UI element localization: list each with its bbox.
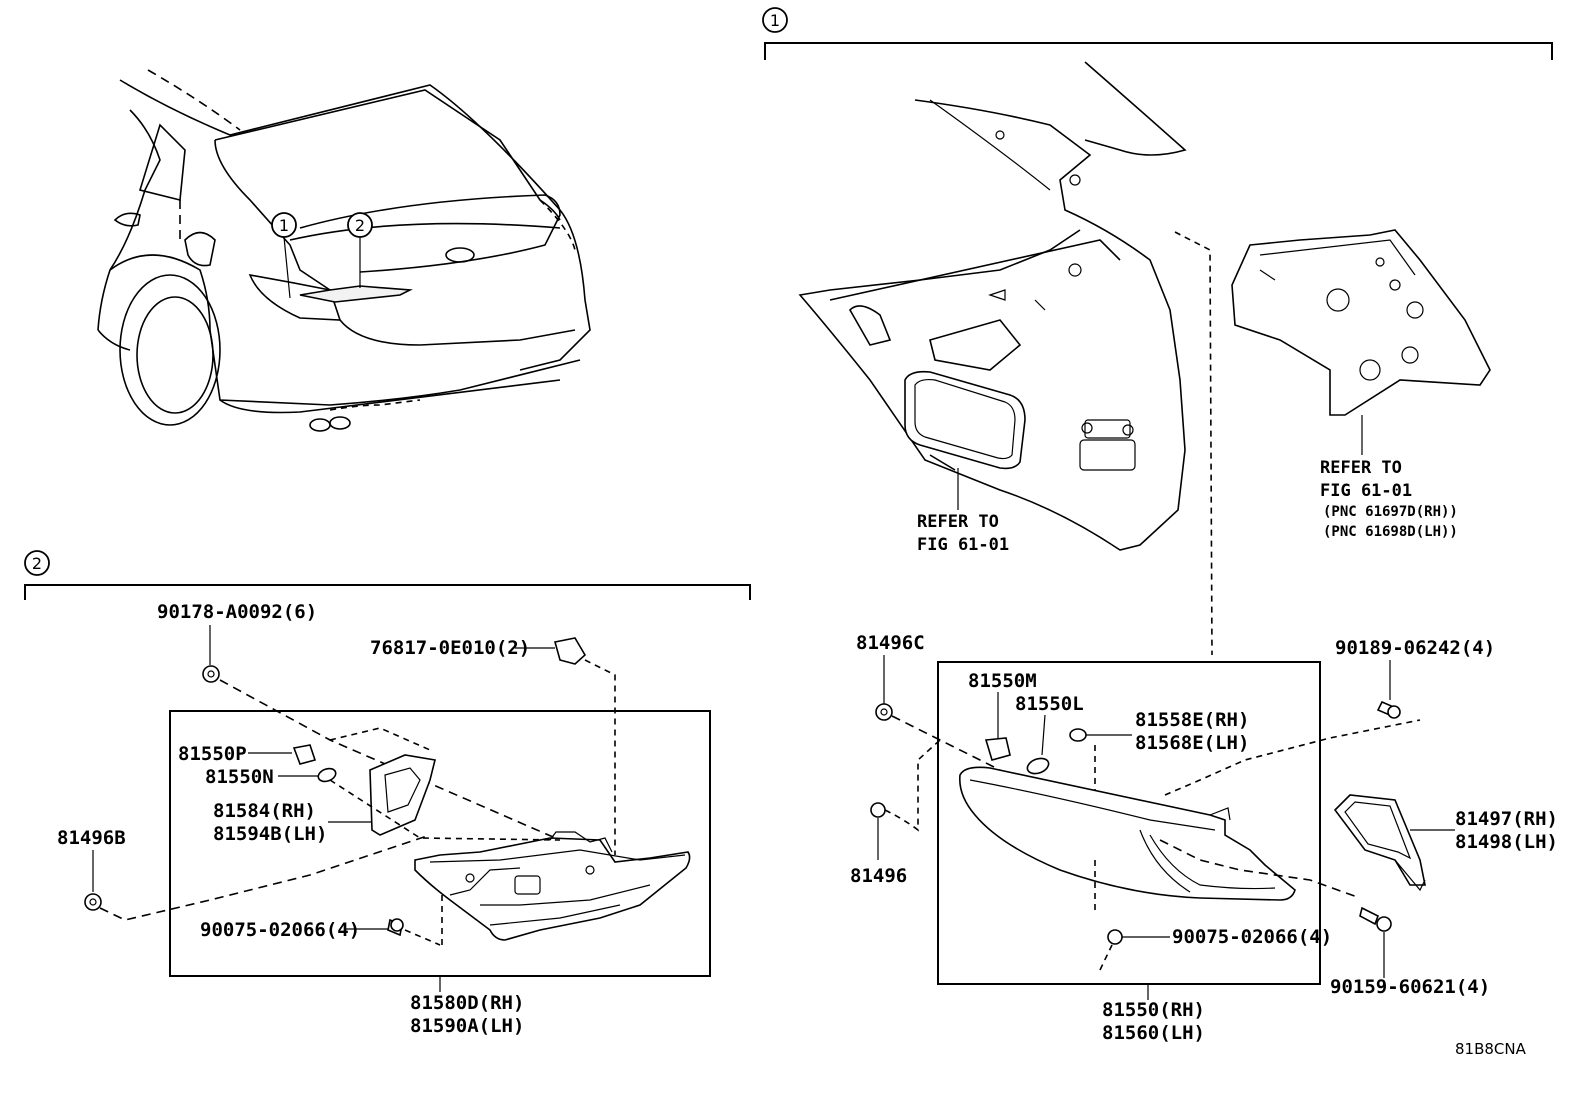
label-81496C: 81496C [856, 632, 925, 654]
nut-81496C [875, 703, 893, 721]
section-1-marker [762, 7, 788, 33]
refer-right-line2: FIG 61-01 [1320, 481, 1412, 501]
label-81497: 81497(RH) [1455, 808, 1558, 830]
label-90075b: 90075-02066(4) [1172, 926, 1332, 948]
rear-combination-lamp-81550 [958, 766, 1296, 901]
leader-81550L [1041, 714, 1046, 756]
refer-right-line1: REFER TO [1320, 458, 1402, 478]
section-1-callout-text: 1 [279, 216, 289, 235]
inner-panel-illustration [1231, 229, 1491, 416]
back-up-lamp-81580D [414, 831, 691, 941]
refer-left-line2: FIG 61-01 [917, 535, 1009, 555]
section-2-callout-circle [347, 212, 373, 238]
dashed-81496C [891, 715, 1001, 771]
car-overview-illustration: 1 2 [97, 69, 591, 432]
dashed-90075a [404, 929, 441, 946]
section-1-leader-dashed [1174, 231, 1213, 656]
nut-90075b [1107, 929, 1123, 945]
diagram-code: 81B8CNA [1455, 1040, 1527, 1058]
label-81594B: 81594B(LH) [213, 823, 327, 845]
refer-note-right: REFER TO FIG 61-01 (PNC 61697D(RH)) (PNC… [1320, 458, 1458, 540]
refer-right-line4: (PNC 61698D(LH)) [1323, 524, 1458, 540]
label-90159: 90159-60621(4) [1330, 976, 1490, 998]
screw-90178 [202, 665, 220, 683]
label-81590A: 81590A(LH) [410, 1015, 524, 1037]
label-81558E: 81558E(RH) [1135, 709, 1249, 731]
label-81550L: 81550L [1015, 693, 1084, 715]
label-81584: 81584(RH) [213, 800, 316, 822]
rear-combination-lamp-box [937, 661, 1321, 985]
bulb-81558E [1069, 728, 1087, 742]
label-81568E: 81568E(LH) [1135, 732, 1249, 754]
refer-note-left: REFER TO FIG 61-01 [917, 512, 1009, 555]
dashed-81584 [329, 779, 561, 841]
label-81496B: 81496B [57, 827, 126, 849]
bulb-81550N [317, 767, 337, 783]
dashed-screw-90189 [1164, 719, 1421, 796]
label-81550M: 81550M [968, 670, 1037, 692]
dashed-90075b-stud [1099, 944, 1113, 971]
section-1-callout-circle [271, 212, 297, 238]
dashed-76817 [584, 659, 616, 855]
label-90189: 90189-06242(4) [1335, 637, 1495, 659]
section-2-bracket [24, 584, 751, 600]
gasket-81584 [369, 754, 436, 836]
socket-81550M [984, 737, 1011, 761]
socket-81550P [292, 744, 317, 765]
label-81550N: 81550N [205, 766, 274, 788]
gasket-81497 [1333, 794, 1426, 892]
section-2-marker [24, 550, 50, 576]
section-2-marker-text: 2 [32, 554, 42, 573]
dashed-81496 [884, 739, 941, 832]
label-81496: 81496 [850, 865, 907, 887]
screw-90159 [1359, 906, 1380, 926]
clip-76817 [553, 637, 587, 665]
label-81550: 81550(RH) [1102, 999, 1205, 1021]
refer-left-line1: REFER TO [917, 512, 999, 532]
bulb-81550L [1026, 757, 1050, 775]
quarter-panel-illustration [798, 61, 1187, 551]
dashed-81496B [99, 834, 431, 921]
label-90178: 90178-A0092(6) [157, 601, 317, 623]
label-81560: 81560(LH) [1102, 1022, 1205, 1044]
label-81498: 81498(LH) [1455, 831, 1558, 853]
label-76817: 76817-0E010(2) [370, 637, 530, 659]
refer-right-line3: (PNC 61697D(RH)) [1323, 504, 1458, 520]
section-1-bracket [764, 42, 1553, 60]
nut-81496 [870, 802, 886, 818]
label-90075a: 90075-02066(4) [200, 919, 360, 941]
section-2-callout-text: 2 [355, 216, 365, 235]
label-81580D: 81580D(RH) [410, 992, 524, 1014]
label-81550P: 81550P [178, 743, 247, 765]
section-1-marker-text: 1 [770, 11, 780, 30]
nut-81496B [84, 893, 102, 911]
